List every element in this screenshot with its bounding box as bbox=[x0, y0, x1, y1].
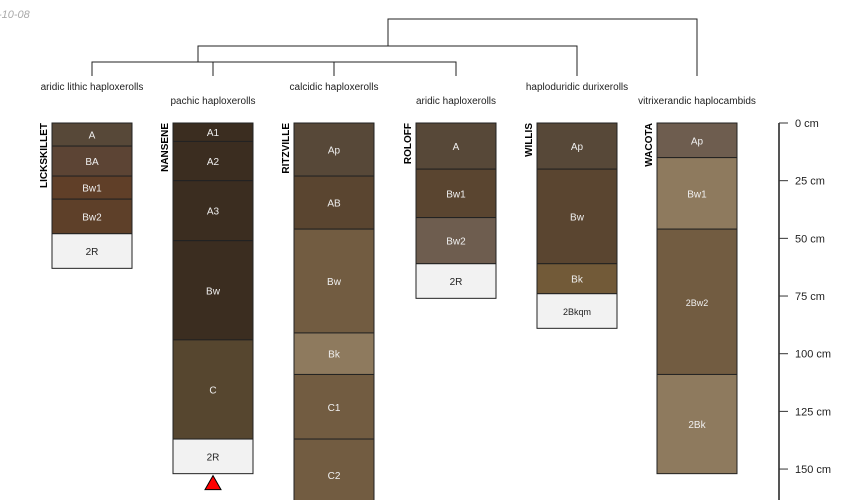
horizon bbox=[51, 233, 133, 269]
horizon bbox=[172, 240, 254, 341]
horizon-label: 2Bkqm bbox=[563, 307, 591, 317]
horizon-label: 2Bk bbox=[688, 420, 706, 431]
horizon bbox=[172, 438, 254, 475]
horizon-label: A2 bbox=[207, 157, 220, 168]
horizon bbox=[415, 122, 497, 170]
horizon-label: Bw bbox=[327, 277, 342, 288]
horizon bbox=[293, 438, 375, 500]
horizon-label: A bbox=[453, 142, 460, 153]
taxon-label: haploduridic durixerolls bbox=[526, 82, 628, 93]
horizon-label: BA bbox=[85, 157, 99, 168]
horizon-label: AB bbox=[327, 199, 341, 210]
horizon bbox=[172, 180, 254, 242]
horizon-label: A1 bbox=[207, 128, 220, 139]
horizon-label: Bw1 bbox=[687, 189, 707, 200]
horizon-label: 2R bbox=[450, 277, 463, 288]
horizon-label: Ap bbox=[328, 146, 341, 157]
dendrogram-branch bbox=[387, 18, 698, 76]
horizon bbox=[415, 263, 497, 299]
horizon bbox=[536, 263, 618, 295]
axis-tick-label: 0 cm bbox=[795, 118, 819, 130]
axis-tick-label: 50 cm bbox=[795, 233, 825, 245]
axis-tick-label: 25 cm bbox=[795, 176, 825, 188]
horizon bbox=[51, 145, 133, 177]
axis-tick-label: 75 cm bbox=[795, 291, 825, 303]
horizon-label: Bw bbox=[206, 286, 221, 297]
horizon bbox=[536, 122, 618, 170]
axis-tick-label: 100 cm bbox=[795, 349, 831, 361]
horizon bbox=[415, 168, 497, 219]
profile-name: WILLIS bbox=[524, 123, 535, 157]
horizon bbox=[656, 228, 738, 375]
horizon-label: Bw2 bbox=[82, 212, 102, 223]
horizon-label: C2 bbox=[328, 471, 341, 482]
horizon bbox=[656, 157, 738, 230]
horizon-label: Bw1 bbox=[446, 189, 466, 200]
horizon bbox=[536, 168, 618, 265]
horizon-label: Ap bbox=[691, 136, 704, 147]
taxon-label: pachic haploxerolls bbox=[170, 96, 255, 107]
taxon-label: aridic haploxerolls bbox=[416, 96, 496, 107]
depth-axis: 0 cm 25 cm 50 cm 75 cm 100 cm 125 cm 150 cm bbox=[778, 118, 831, 500]
horizon-label: 2Bw2 bbox=[686, 298, 709, 308]
taxon-label: aridic lithic haploxerolls bbox=[41, 82, 144, 93]
horizon bbox=[293, 175, 375, 230]
truncation-marker-icon bbox=[204, 474, 222, 491]
horizon bbox=[415, 217, 497, 265]
horizon bbox=[293, 373, 375, 440]
horizon bbox=[293, 122, 375, 177]
taxon-label: vitrixerandic haplocambids bbox=[638, 96, 756, 107]
dendrogram-branch bbox=[91, 61, 457, 76]
taxon-label: calcidic haploxerolls bbox=[290, 82, 379, 93]
horizon-label: 2R bbox=[207, 452, 220, 463]
profile-name: NANSENE bbox=[160, 123, 171, 172]
horizon-label: 2R bbox=[86, 247, 99, 258]
horizon-label: A3 bbox=[207, 207, 220, 218]
horizon bbox=[656, 122, 738, 159]
axis-tick-label: 150 cm bbox=[795, 464, 831, 476]
profile-name: ROLOFF bbox=[403, 123, 414, 164]
horizon-label: C1 bbox=[328, 403, 341, 414]
horizon bbox=[536, 293, 618, 329]
horizon-label: C bbox=[209, 385, 216, 396]
date-label: -10-08 bbox=[0, 9, 31, 21]
horizon-label: Ap bbox=[571, 142, 584, 153]
profile-name: RITZVILLE bbox=[281, 123, 292, 174]
horizon-label: Bw2 bbox=[446, 237, 466, 248]
profile-name: WACOTA bbox=[644, 123, 655, 167]
profile-name: LICKSKILLET bbox=[39, 123, 50, 188]
horizon-label: Bw1 bbox=[82, 184, 102, 195]
horizon-label: A bbox=[89, 131, 96, 142]
horizon bbox=[172, 339, 254, 440]
horizon bbox=[293, 228, 375, 334]
horizon-label: Bk bbox=[571, 275, 584, 286]
horizon bbox=[656, 373, 738, 475]
horizon bbox=[172, 140, 254, 182]
horizon-label: Bw bbox=[570, 212, 585, 223]
dendrogram bbox=[91, 18, 698, 76]
axis-tick-label: 125 cm bbox=[795, 406, 831, 418]
dendrogram-branch bbox=[197, 45, 578, 76]
horizon bbox=[293, 332, 375, 375]
horizon-label: Bk bbox=[328, 350, 341, 361]
